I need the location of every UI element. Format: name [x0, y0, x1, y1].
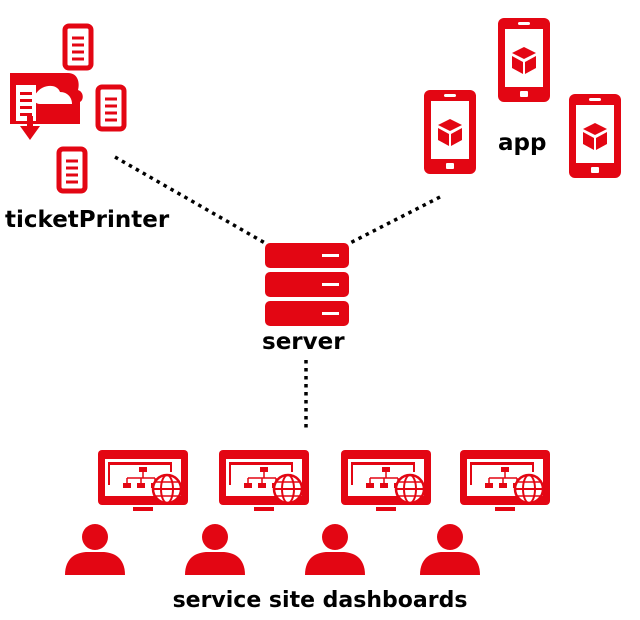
user-icon [305, 524, 365, 575]
printer-icon [10, 73, 83, 140]
dashboards-label: service site dashboards [172, 588, 468, 613]
dashboard-monitor-icon [458, 448, 552, 513]
ticketprinter-label: ticketPrinter [5, 207, 170, 233]
user-icon [185, 524, 245, 575]
document-icon [59, 149, 85, 191]
user-icon [420, 524, 480, 575]
dashboard-monitor-icon [339, 448, 433, 513]
smartphone-icon [569, 94, 621, 178]
server-label: server [262, 329, 345, 355]
app-label: app [498, 130, 547, 156]
user-icon [65, 524, 125, 575]
dashboard-monitor-icon [217, 448, 311, 513]
dashboard-monitor-icon [96, 448, 190, 513]
document-icon [98, 87, 124, 129]
smartphone-icon [498, 18, 550, 102]
document-icon [65, 26, 91, 68]
smartphone-icon [424, 90, 476, 174]
server-icon [265, 243, 349, 326]
connector-app-server [349, 195, 441, 245]
connector-ticketprinter-server [114, 155, 266, 245]
